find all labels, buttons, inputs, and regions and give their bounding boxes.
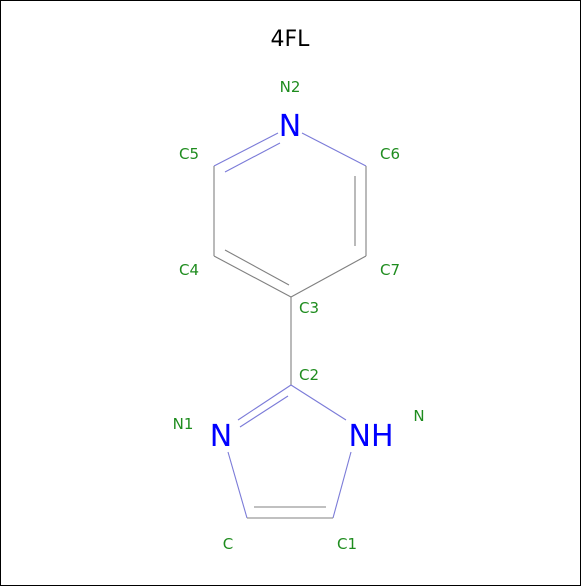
bond-c2-n1 [237, 384, 292, 421]
imidazole-nitrogen: N [210, 419, 232, 454]
bond-c4-c3-inner [224, 249, 290, 286]
atom-label-n: N [413, 407, 424, 425]
imidazole-ring [227, 384, 352, 519]
bond-c7-c3 [290, 255, 367, 298]
bond-c4-c3 [213, 255, 292, 298]
atom-label-n1: N1 [173, 415, 194, 433]
atom-label-c5: C5 [179, 145, 199, 163]
bond-c2-nh [290, 384, 347, 421]
atom-label-c3: C3 [299, 299, 319, 317]
atom-label-c: C [223, 535, 233, 553]
atom-labels: N2 C5 C6 C4 C7 C3 C2 N1 N C C1 [173, 78, 425, 553]
bond-c2-n1-inner [239, 395, 289, 428]
bond-n2-c5-inner [224, 142, 281, 173]
pyridine-ring [213, 132, 367, 298]
pyridine-nitrogen: N [279, 109, 301, 144]
molecule-title: 4FL [271, 27, 311, 52]
bond-n2-c5 [213, 132, 279, 167]
atom-label-c4: C4 [179, 261, 199, 279]
atom-label-c2: C2 [299, 366, 319, 384]
atom-label-n2: N2 [280, 78, 301, 96]
atom-label-c1: C1 [337, 535, 357, 553]
atom-label-c7: C7 [380, 261, 400, 279]
imidazole-nh: NH [349, 419, 394, 454]
bond-n2-c6 [301, 132, 367, 167]
bond-n1-c [227, 451, 248, 519]
bond-nh-c1 [332, 451, 352, 519]
atom-label-c6: C6 [380, 145, 400, 163]
